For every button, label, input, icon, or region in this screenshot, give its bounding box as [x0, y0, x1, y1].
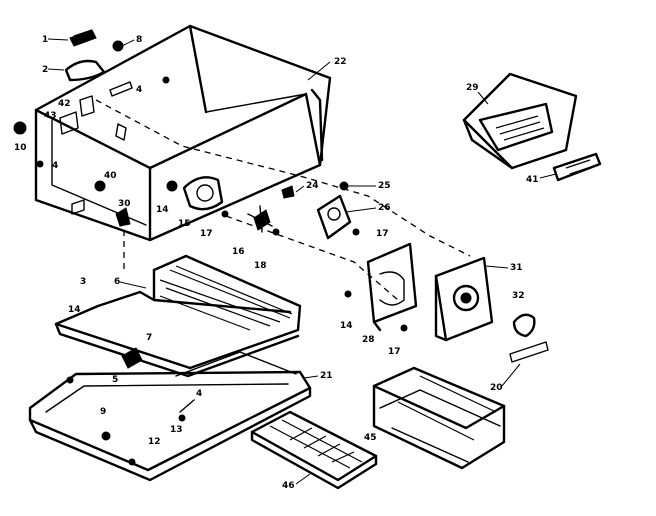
callout-12: 12 [148, 437, 161, 447]
callout-labels: 1 8 2 22 4 42 43 10 4 40 30 14 15 17 16 … [14, 35, 557, 491]
liner-box [34, 24, 332, 242]
callout-14c: 14 [68, 305, 81, 315]
callout-46: 46 [282, 481, 295, 491]
callout-41: 41 [526, 175, 539, 185]
callout-24: 24 [306, 181, 319, 191]
callout-4b: 4 [52, 161, 58, 171]
ice-bucket [462, 72, 602, 182]
callout-15: 15 [178, 219, 191, 229]
callout-31: 31 [510, 263, 523, 273]
callout-45: 45 [364, 433, 377, 443]
alignment-lines [95, 99, 471, 301]
callout-2: 2 [42, 65, 48, 75]
callout-10: 10 [14, 143, 27, 153]
callout-7: 7 [146, 333, 152, 343]
callout-18: 18 [254, 261, 267, 271]
callout-5: 5 [112, 375, 118, 385]
callout-14b: 14 [340, 321, 353, 331]
callout-17c: 17 [388, 347, 401, 357]
callout-21: 21 [320, 371, 333, 381]
base-pan [28, 347, 312, 482]
callout-8: 8 [136, 35, 142, 45]
callout-43: 43 [44, 111, 57, 121]
callout-13: 13 [170, 425, 183, 435]
callout-40: 40 [104, 171, 117, 181]
callout-29: 29 [466, 83, 479, 93]
callout-26: 26 [378, 203, 391, 213]
callout-9: 9 [100, 407, 106, 417]
callout-14a: 14 [156, 205, 169, 215]
liner-hardware [13, 29, 170, 227]
callout-1: 1 [42, 35, 48, 45]
ice-basket [372, 366, 506, 470]
callout-16: 16 [232, 247, 245, 257]
callout-28: 28 [362, 335, 375, 345]
damper-duct-assembly [281, 181, 418, 332]
callout-22: 22 [334, 57, 347, 67]
callout-42: 42 [58, 99, 71, 109]
fan-shroud-assembly [434, 256, 549, 363]
callout-3: 3 [80, 277, 86, 287]
callout-25: 25 [378, 181, 391, 191]
callout-17a: 17 [200, 229, 213, 239]
callout-17b: 17 [376, 229, 389, 239]
callout-4c: 4 [196, 389, 202, 399]
fan-motor-assembly [166, 176, 280, 236]
callout-20: 20 [490, 383, 503, 393]
evaporator-cover [54, 254, 302, 378]
ice-tray [250, 410, 378, 490]
callout-30: 30 [118, 199, 131, 209]
callout-6: 6 [114, 277, 120, 287]
callout-4a: 4 [136, 85, 142, 95]
callout-32: 32 [512, 291, 525, 301]
